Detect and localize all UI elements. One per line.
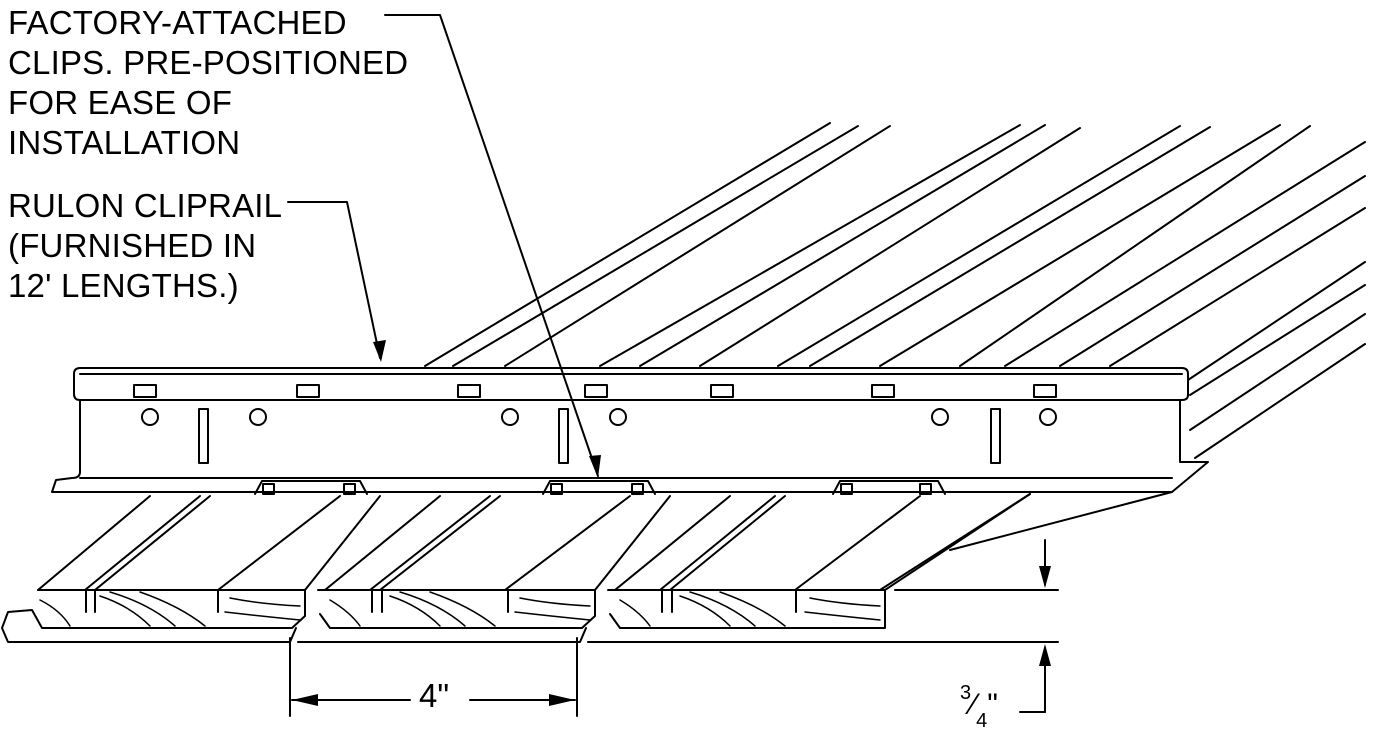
clips-callout-line-3: FOR EASE OF bbox=[8, 84, 233, 121]
cliprail-callout-line-3: 12' LENGTHS.) bbox=[8, 267, 239, 304]
cliprail-callout-line-2: (FURNISHED IN bbox=[8, 227, 257, 264]
width-dimension-label: 4" bbox=[415, 677, 454, 715]
clips bbox=[254, 480, 946, 495]
thickness-unit: " bbox=[987, 688, 998, 721]
cliprail-callout: RULON CLIPRAIL (FURNISHED IN 12' LENGTHS… bbox=[8, 186, 282, 306]
clips-callout-line-4: INSTALLATION bbox=[8, 124, 241, 161]
slat-profiles bbox=[1, 493, 1031, 643]
thickness-numerator: 3 bbox=[960, 682, 972, 704]
leader-lines bbox=[287, 14, 599, 477]
clips-callout-line-1: FACTORY-ATTACHED bbox=[8, 4, 347, 41]
thickness-dimension-label: 3⁄4" bbox=[960, 682, 998, 732]
background-slat-lines bbox=[424, 122, 1366, 459]
clips-callout: FACTORY-ATTACHED CLIPS. PRE-POSITIONED F… bbox=[8, 3, 408, 163]
clips-callout-line-2: CLIPS. PRE-POSITIONED bbox=[8, 44, 409, 81]
slat-top-surfaces bbox=[37, 491, 1173, 591]
arrowheads bbox=[292, 340, 1051, 706]
cliprail bbox=[51, 367, 1209, 493]
thickness-dimension bbox=[829, 539, 1059, 713]
wood-grain bbox=[39, 591, 881, 627]
cliprail-callout-line-1: RULON CLIPRAIL bbox=[8, 187, 283, 224]
thickness-denominator: 4 bbox=[976, 710, 988, 732]
